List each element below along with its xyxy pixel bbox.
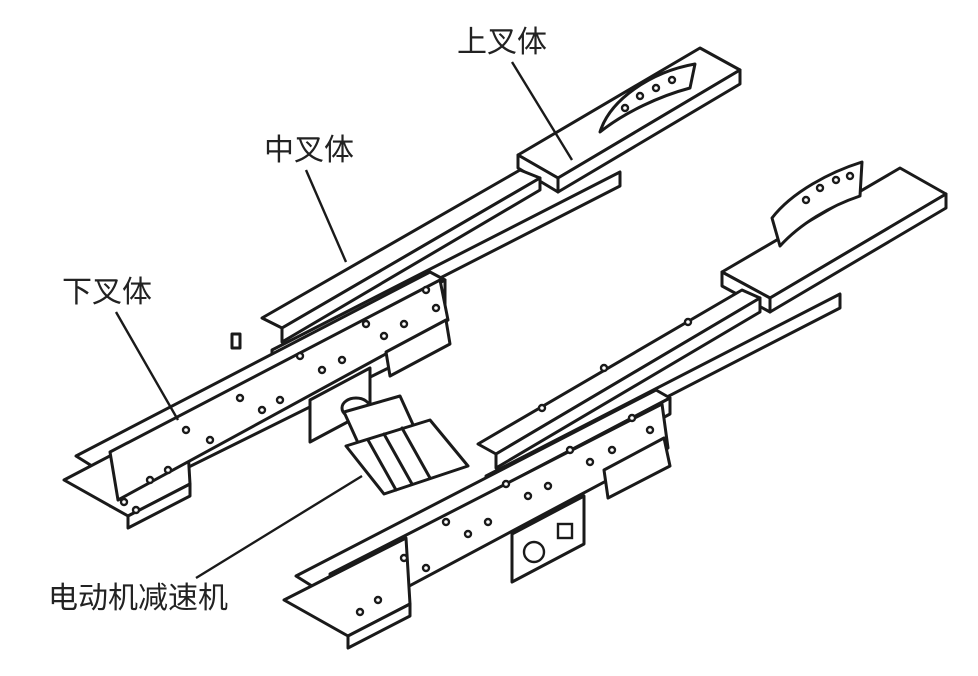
leader-upper-fork bbox=[510, 61, 574, 161]
motor-rib-3 bbox=[400, 426, 432, 480]
front-connector-round bbox=[522, 540, 546, 564]
front-support-bracket bbox=[602, 436, 672, 500]
back-stub bbox=[230, 332, 242, 350]
front-fork-assembly bbox=[282, 160, 948, 650]
leader-lower-fork bbox=[114, 311, 180, 421]
label-motor-reducer: 电动机减速机 bbox=[48, 581, 228, 616]
back-upper-fork-plate-front bbox=[556, 68, 742, 194]
front-middle-fork-rail-side bbox=[494, 296, 762, 470]
motor-reducer-unit bbox=[340, 394, 470, 496]
label-lower-fork: 下叉体 bbox=[62, 275, 152, 310]
front-plate-holes bbox=[355, 317, 693, 617]
motor-rib-1 bbox=[366, 438, 398, 492]
label-middle-fork: 中叉体 bbox=[264, 133, 354, 168]
front-lower-fork-foot-front bbox=[346, 602, 412, 650]
motor-rib-2 bbox=[382, 432, 414, 486]
front-lug-holes bbox=[801, 171, 855, 205]
front-upper-fork-lug bbox=[770, 160, 864, 248]
back-side-plate bbox=[108, 278, 450, 502]
back-plate-holes bbox=[119, 285, 441, 515]
leader-middle-fork bbox=[304, 169, 348, 263]
back-lug-holes bbox=[620, 75, 677, 113]
label-upper-fork: 上叉体 bbox=[457, 25, 547, 60]
front-connector-square bbox=[556, 522, 574, 540]
back-fork-assembly bbox=[62, 46, 742, 530]
leader-motor-reducer bbox=[195, 474, 363, 580]
back-middle-fork-rail-side bbox=[280, 176, 542, 344]
back-support-bracket bbox=[384, 318, 452, 378]
back-lower-fork-foot-front bbox=[126, 482, 192, 530]
